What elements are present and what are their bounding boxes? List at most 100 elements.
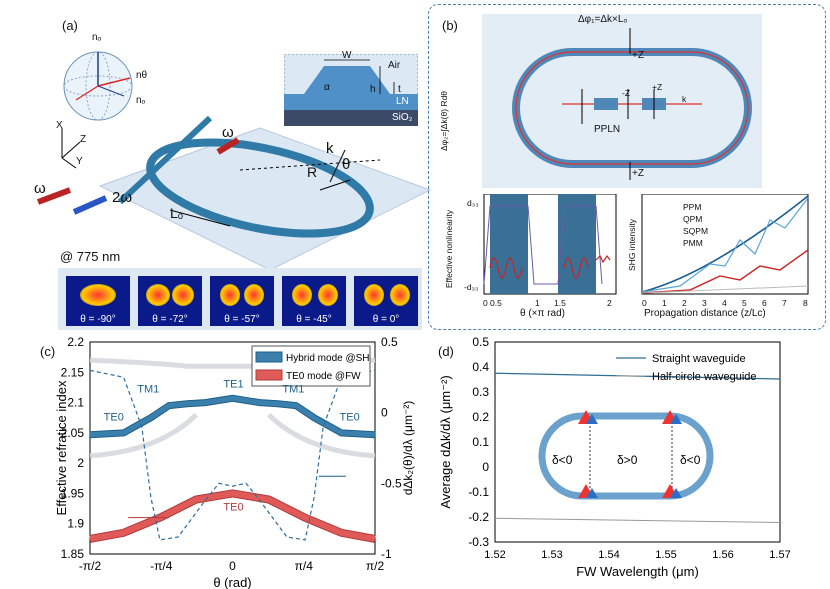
alpha-label: α <box>324 82 330 93</box>
ppln-racetrack-diagram <box>482 14 762 188</box>
tick: 0 <box>483 298 488 308</box>
legend-label-straight: Straight waveguide <box>652 353 746 365</box>
legend-qpm: QPM <box>683 214 703 224</box>
inset-racetrack <box>538 412 714 500</box>
panel-d-label: (d) <box>438 344 454 359</box>
mode-profile: θ = -45° <box>282 276 346 326</box>
y-tick-label: 0.5 <box>472 335 489 349</box>
plus-z-bottom: +Z <box>632 168 644 179</box>
background-mode-curve <box>89 412 376 459</box>
omega-top-label: ω <box>222 124 234 141</box>
phi1-label: Δφ₁=Δk×Lₒ <box>578 14 628 25</box>
nonlinearity-ylabel: Effective nonlinearity <box>444 209 455 289</box>
shg-xlabel: Propagation distance (z/Lc) <box>644 308 766 319</box>
y-tick-label: 2.15 <box>61 365 85 379</box>
k-label: k <box>326 140 334 157</box>
wavelength-note: @ 775 nm <box>60 249 121 264</box>
tick: 1.5 <box>554 298 566 308</box>
inset-blue-marker <box>670 488 682 498</box>
y-tick-label: -0.1 <box>468 485 489 499</box>
mode-profile: θ = -72° <box>138 276 202 326</box>
legend-swatch-fw <box>255 369 283 381</box>
plus-z-mid: +Z <box>652 82 663 92</box>
inset-blue-marker <box>586 414 598 424</box>
series-line-dispersion <box>89 369 376 541</box>
n-theta: nθ <box>136 70 148 81</box>
k-arrow-label: k <box>682 94 687 104</box>
mode-profile: θ = -57° <box>210 276 274 326</box>
legend-pmm: PMM <box>683 238 703 248</box>
y-tick-label: -0.3 <box>468 535 489 549</box>
y-tick-label: 1.85 <box>61 547 85 561</box>
y2-tick-label: -0.5 <box>381 476 402 490</box>
inset-left-label: δ<0 <box>552 453 573 467</box>
inset-mid-label: δ>0 <box>617 453 638 467</box>
x-tick-label: 0 <box>229 559 236 573</box>
y-tick-label: 0.3 <box>472 385 489 399</box>
legend-swatch-sh <box>255 351 283 363</box>
annotation-te1: TE1 <box>223 378 243 390</box>
beam-arrows <box>36 137 240 215</box>
cross-section-diagram <box>284 54 418 126</box>
inset-right-label: δ<0 <box>680 453 701 467</box>
nonlinearity-plot <box>483 194 617 295</box>
legend-label-half-circle: Half-circle waveguide <box>652 371 757 383</box>
ppln-label: PPLN <box>594 124 621 135</box>
legend-ppm: PPM <box>683 202 702 212</box>
legend-label-sh: Hybrid mode @SH <box>286 353 370 364</box>
h-label: h <box>370 84 376 95</box>
y-tick-label: 2.05 <box>61 426 85 440</box>
length-label: Lₒ <box>170 205 184 221</box>
y2-tick-label: -1 <box>381 547 392 561</box>
nonlinearity-xlabel: θ (×π rad) <box>520 308 565 319</box>
panel-a-label: (a) <box>62 18 78 33</box>
y-tick-label: 2 <box>77 456 84 470</box>
y-tick-label: 2.1 <box>67 396 84 410</box>
index-ellipsoid <box>63 51 133 121</box>
theta-label: θ <box>342 156 351 173</box>
y-tick-label: -0.2 <box>468 510 489 524</box>
annotation-tm1-right: TM1 <box>282 383 304 395</box>
axis-z-label: Z <box>80 134 87 145</box>
legend-sqpm: SQPM <box>683 226 709 236</box>
series-line-sh <box>89 395 376 438</box>
sio2-label: SiO₂ <box>392 112 413 123</box>
annotation-te0-left: TE0 <box>104 412 124 424</box>
mode-profile: θ = -90° <box>66 276 130 326</box>
x-tick-label: 1.55 <box>655 549 676 561</box>
phi2-label: Δφ₂=∫Δk(θ) Rdθ <box>439 90 450 152</box>
y-axis-label: Average dΔk/dλ (μm⁻²) <box>438 375 453 508</box>
n-o-left: nₒ <box>136 95 146 106</box>
x-tick-label: -π/4 <box>150 559 173 573</box>
y-tick-label: 2.2 <box>67 335 84 349</box>
panel-b-label: (b) <box>442 18 458 33</box>
panel-b <box>428 4 826 330</box>
y-tick-label: 1.95 <box>61 486 85 500</box>
annotation-te0-right: TE0 <box>340 412 360 424</box>
x-tick-label: 1.57 <box>769 549 790 561</box>
ln-label: LN <box>396 96 409 107</box>
axis-x-label: X <box>56 120 63 131</box>
axes-icon <box>61 128 81 169</box>
radius-label: R <box>307 164 318 180</box>
x-tick-label: π/2 <box>366 559 385 573</box>
y-tick-label: 1.9 <box>67 517 84 531</box>
minus-z-label: -Z <box>622 88 631 98</box>
inset-blue-marker <box>670 414 682 424</box>
index-chart: 2.2 2.15 2.1 2.05 2 1.95 1.9 1.85 0.5 0 -0.5 -1 -π/2… <box>54 335 415 589</box>
omega-left-label: ω <box>34 180 46 197</box>
y2-tick-label: 0.5 <box>381 335 398 349</box>
y-tick-label: 0.1 <box>472 435 489 449</box>
x-tick-label: 1.56 <box>712 549 733 561</box>
y-tick-label: 0.4 <box>472 360 489 374</box>
annotation-te0-red: TE0 <box>223 501 243 513</box>
x-tick-label: -π/2 <box>79 559 102 573</box>
y2-tick-label: 0 <box>381 406 388 420</box>
x-tick-label: 1.53 <box>541 549 562 561</box>
legend-label-fw: TE0 mode @FW <box>286 371 361 382</box>
tick: 2 <box>607 298 612 308</box>
x-axis-label: FW Wavelength (μm) <box>576 564 699 579</box>
t-label: t <box>398 84 401 95</box>
d33-bottom: -d₃₃ <box>464 282 479 292</box>
